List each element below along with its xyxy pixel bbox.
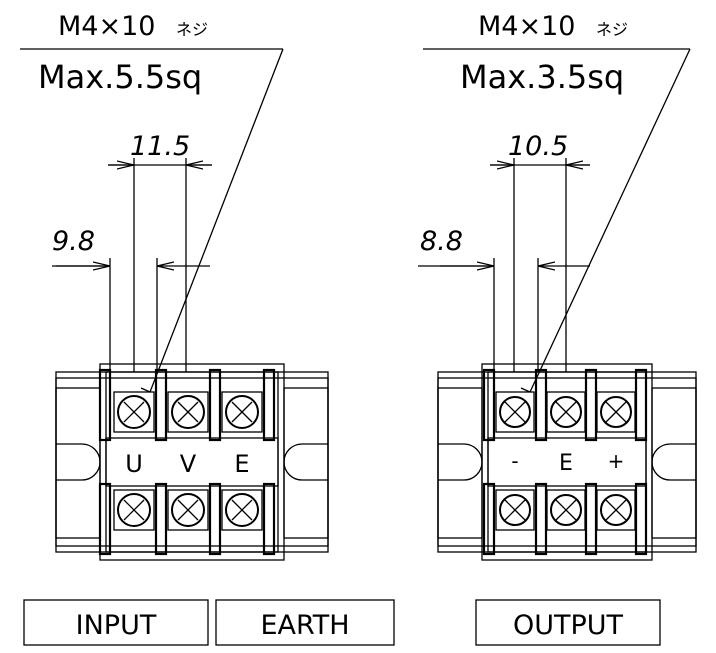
output-screw-top-2 — [546, 391, 586, 433]
output-dim-inner-label: 8.8 — [420, 226, 463, 257]
input-screw-top-2 — [167, 391, 209, 433]
input-dimension-inner: 9.8 — [52, 226, 210, 372]
input-terminal-block: U V E — [55, 363, 329, 561]
output-screw-top-3 — [596, 391, 636, 433]
output-terminal-label-plus: + — [608, 449, 625, 473]
output-screw-spec-suffix: ネジ — [596, 20, 628, 39]
legend-earth-box: EARTH — [215, 599, 395, 646]
output-screw-bottom-1 — [495, 489, 535, 531]
input-wire-max: Max.5.5sq — [38, 58, 202, 96]
input-screw-bottom-3 — [221, 489, 263, 531]
output-screw-top-1 — [495, 391, 535, 433]
output-dimension-pitch: 10.5 — [490, 131, 590, 372]
input-spec-callout: M4×10 ネジ Max.5.5sq — [20, 11, 284, 393]
input-screw-top-1 — [113, 391, 155, 433]
legend-output-box: OUTPUT — [475, 599, 661, 646]
output-dimension-inner: 8.8 — [418, 226, 590, 372]
legend-input-label: INPUT — [76, 610, 157, 641]
input-screw-top-3 — [221, 391, 263, 433]
input-screw-spec-suffix: ネジ — [176, 20, 208, 39]
output-screw-bottom-2 — [546, 489, 586, 531]
input-terminal-label-u: U — [125, 450, 143, 478]
input-terminal-label-v: V — [180, 450, 197, 478]
output-terminal-block: - E + — [437, 363, 697, 561]
output-wire-max: Max.3.5sq — [460, 58, 624, 96]
legend-earth-label: EARTH — [260, 610, 349, 641]
input-dim-pitch-label: 11.5 — [130, 131, 190, 162]
output-terminal-label-minus: - — [511, 449, 518, 473]
input-screw-bottom-1 — [113, 489, 155, 531]
input-screw-spec: M4×10 — [58, 11, 155, 42]
output-screw-bottom-3 — [596, 489, 636, 531]
output-terminal-label-e: E — [559, 451, 573, 476]
input-terminal-label-e: E — [234, 450, 249, 478]
output-spec-callout: M4×10 ネジ Max.3.5sq — [423, 11, 691, 393]
output-dim-pitch-label: 10.5 — [508, 131, 568, 162]
input-dim-inner-label: 9.8 — [52, 226, 95, 257]
input-screw-bottom-2 — [167, 489, 209, 531]
input-dimension-pitch: 11.5 — [108, 131, 212, 372]
legend-input-box: INPUT — [23, 599, 209, 646]
legend-output-label: OUTPUT — [513, 610, 624, 641]
output-screw-spec: M4×10 — [478, 11, 575, 42]
